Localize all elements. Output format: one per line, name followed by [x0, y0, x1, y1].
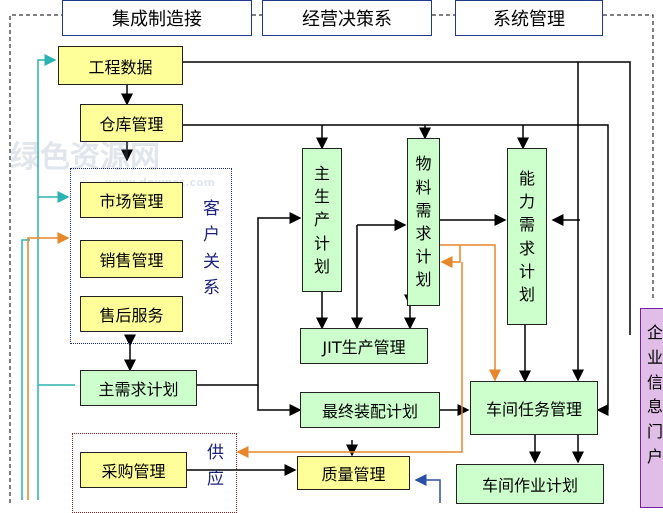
mpp-char: 计 — [313, 233, 330, 253]
mpp-char: 生 — [313, 187, 330, 207]
customer-relation-char: 系 — [203, 278, 220, 299]
portal-char: 户 — [646, 446, 663, 466]
master-demand-plan-box[interactable]: 主需求计划 — [80, 370, 197, 406]
portal-char: 息 — [646, 397, 663, 417]
mpp-char: 产 — [313, 210, 330, 230]
blue-arrow — [414, 474, 441, 503]
mpp-char: 主 — [313, 164, 330, 184]
teal-line — [37, 54, 57, 500]
watermark-main: 绿色资源网 — [10, 140, 160, 175]
customer-relation-group — [70, 168, 232, 344]
mrp-char: 需 — [415, 200, 432, 220]
supply-char: 供 — [207, 443, 224, 463]
material-requirement-plan-box[interactable]: 物 料 需 求 计 划 — [407, 138, 440, 306]
mrp-char: 划 — [415, 270, 432, 290]
after-sales-box[interactable]: 售后服务 — [80, 296, 183, 332]
master-production-plan-box[interactable]: 主 生 产 计 划 — [302, 148, 342, 292]
quality-management-box[interactable]: 质量管理 — [297, 456, 410, 490]
customer-relation-label: 客 户 关 系 — [203, 196, 220, 301]
crp-char: 能 — [518, 168, 535, 188]
header-item-system-management[interactable]: 系统管理 — [455, 0, 603, 36]
orange-to-supply — [236, 262, 463, 458]
header-item-integration[interactable]: 集成制造接 — [62, 0, 252, 36]
crp-char: 力 — [518, 192, 535, 212]
final-assembly-plan-box[interactable]: 最终装配计划 — [300, 392, 440, 428]
portal-char: 企 — [646, 323, 663, 342]
portal-char: 信 — [646, 372, 663, 392]
workshop-job-plan-box[interactable]: 车间作业计划 — [456, 464, 604, 504]
mrp-char: 求 — [415, 224, 432, 243]
crp-char: 计 — [518, 261, 535, 281]
supply-label: 供 应 — [207, 440, 224, 493]
portal-char: 业 — [646, 347, 663, 367]
header-item-decision[interactable]: 经营决策系 — [262, 0, 432, 36]
teal-line-4 — [21, 239, 30, 500]
warehouse-box[interactable]: 仓库管理 — [80, 104, 183, 142]
engineering-data-box[interactable]: 工程数据 — [58, 46, 183, 85]
crp-char: 划 — [518, 284, 535, 304]
enterprise-portal-box[interactable]: 企 业 信 息 门 户 — [640, 308, 663, 508]
purchase-box[interactable]: 采购管理 — [80, 452, 187, 488]
jit-production-box[interactable]: JIT生产管理 — [300, 328, 428, 364]
capacity-requirement-plan-box[interactable]: 能 力 需 求 计 划 — [507, 148, 547, 325]
mrp-char: 计 — [415, 247, 432, 267]
portal-char: 门 — [646, 422, 663, 442]
workshop-task-management-box[interactable]: 车间任务管理 — [470, 381, 598, 435]
mrp-char: 料 — [415, 177, 432, 197]
customer-relation-char: 客 — [203, 199, 220, 219]
orange-mrp-back — [440, 245, 461, 268]
sales-box[interactable]: 销售管理 — [80, 240, 183, 278]
orange-mrp-to-task — [440, 244, 501, 382]
orange-line-left — [27, 232, 70, 500]
mrp-char: 物 — [415, 154, 432, 174]
customer-relation-char: 户 — [203, 225, 220, 246]
crp-char: 需 — [518, 215, 535, 235]
market-box[interactable]: 市场管理 — [80, 182, 183, 218]
mpp-char: 划 — [313, 256, 330, 276]
crp-char: 求 — [518, 238, 535, 258]
supply-char: 应 — [207, 469, 224, 490]
customer-relation-char: 关 — [203, 251, 220, 272]
